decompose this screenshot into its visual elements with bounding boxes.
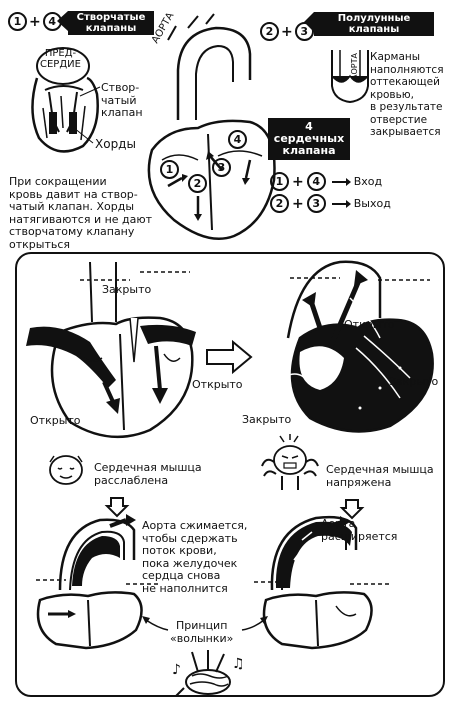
- arrow-right-icon: [331, 199, 351, 208]
- left-closed-label: Закрыто: [102, 283, 152, 296]
- aorta-expand-diagram: [254, 515, 392, 650]
- bagpipe-icon: ♪ ♫: [172, 650, 245, 697]
- valve-number-3: 3: [306, 194, 326, 213]
- chords-label: Хорды: [95, 137, 136, 151]
- av-valves-banner: Створчатые клапаны: [68, 11, 154, 35]
- valve-number-1: 1: [8, 12, 27, 31]
- valve-number-2: 2: [260, 22, 279, 41]
- semilunar-valves-banner: Полулунные клапаны: [314, 12, 434, 36]
- atrium-label: ПРЕД- СЕРДИЕ: [40, 48, 81, 70]
- right-open-label: Открыто: [344, 318, 395, 331]
- muscle-tense-text: Сердечная мышца напряжена: [326, 463, 434, 489]
- semilunar-valve-diagram: [331, 50, 369, 104]
- aorta-expand-text: Аорта расширяется: [321, 517, 398, 543]
- heart-valve-3: 3: [212, 158, 231, 177]
- aorta-compress-diagram: [36, 514, 158, 650]
- av-valve-label: Створ- чатый клапан: [101, 81, 143, 119]
- semilunar-description: Карманы наполняются оттекающей кровью, в…: [370, 51, 444, 138]
- muscle-relaxed-text: Сердечная мышца расслаблена: [94, 461, 202, 487]
- down-arrow-icon: [339, 499, 365, 520]
- relaxed-face-icon: [49, 455, 83, 485]
- valve-number-2: 2: [270, 194, 289, 213]
- valve-number-4: 4: [306, 172, 326, 191]
- heart-valve-1: 1: [160, 160, 179, 179]
- heart-valve-2: 2: [188, 174, 207, 193]
- cardiac-cycle-panel: [15, 252, 445, 697]
- bagpipe-principle-text: Принцип «волынки»: [170, 619, 234, 645]
- svg-text:♫: ♫: [232, 656, 245, 672]
- down-arrow-icon: [104, 497, 130, 518]
- outlet-label: Выход: [353, 196, 391, 210]
- svg-text:♪: ♪: [172, 662, 181, 678]
- four-valves-title: 4 сердечных клапана: [268, 118, 350, 160]
- inlet-legend: 1 + 4 Вход: [270, 172, 382, 191]
- left-open-right-label: Открыто: [192, 378, 243, 391]
- heart-relaxed-diagram: [26, 261, 196, 439]
- plus-sign: +: [281, 23, 293, 40]
- right-closed-right-label: Закрыто: [389, 375, 439, 388]
- heart-valve-4: 4: [228, 130, 247, 149]
- semilunar-valves-header: 2 + 3: [260, 22, 314, 41]
- heart-diagram: [147, 13, 276, 240]
- heart-contracted-diagram: [285, 260, 434, 433]
- right-closed-left-label: Закрыто: [242, 413, 292, 426]
- arrow-right-icon: [331, 177, 351, 186]
- left-open-left-label: Открыто: [30, 414, 81, 427]
- plus-sign: +: [29, 13, 41, 30]
- av-valves-header: 1 + 4: [8, 12, 62, 31]
- valve-number-4: 4: [42, 12, 62, 31]
- aorta-compress-text: Аорта сжимается, чтобы сдержать поток кр…: [142, 519, 248, 595]
- transition-arrow-icon: [206, 339, 253, 375]
- plus-sign: +: [292, 195, 304, 212]
- outlet-legend: 2 + 3 Выход: [270, 194, 391, 213]
- inlet-label: Вход: [353, 174, 383, 188]
- valve-number-1: 1: [270, 172, 289, 191]
- tense-face-icon: [261, 434, 319, 490]
- plus-sign: +: [292, 173, 304, 190]
- av-valves-description: При сокращении кровь давит на створ- чат…: [9, 175, 153, 251]
- valve-number-3: 3: [294, 22, 314, 41]
- aorta-small-label: АОРТА: [350, 53, 359, 80]
